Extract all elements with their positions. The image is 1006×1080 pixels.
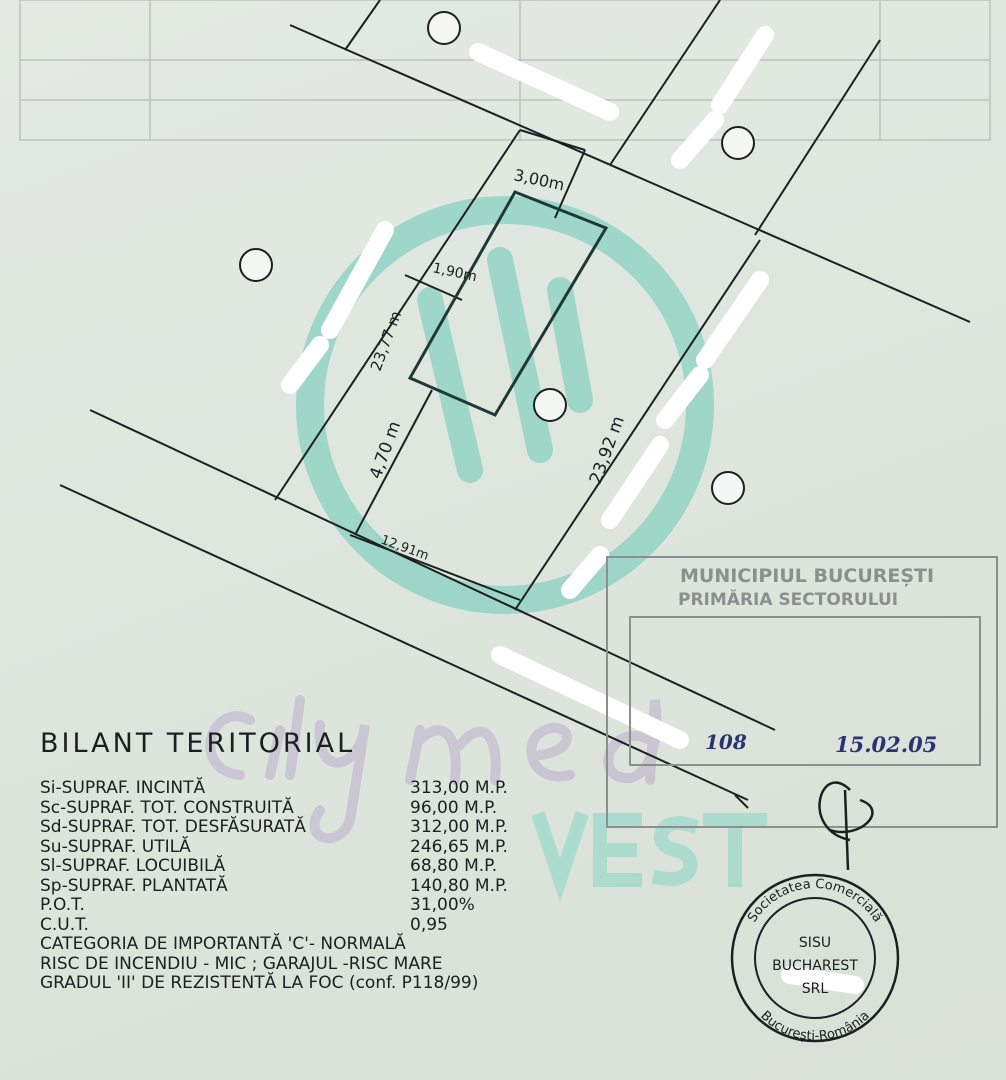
bilant-row: Sp-SUPRAF. PLANTATĂ 140,80 M.P. — [40, 875, 508, 897]
seal-form: SRL — [802, 981, 829, 997]
city-stamp-frame — [606, 556, 998, 828]
seal-city: BUCHAREST — [772, 958, 858, 974]
dimension-label: 1,90m — [431, 260, 478, 285]
bilant-note: GRADUL 'II' DE REZISTENTĂ LA FOC (conf. … — [40, 973, 479, 993]
bilant-note: RISC DE INCENDIU - MIC ; GARAJUL -RISC M… — [40, 953, 443, 974]
row-label: Sp-SUPRAF. PLANTATĂ — [40, 875, 228, 896]
row-value: 312,00 M.P. — [410, 817, 508, 837]
row-label: Su-SUPRAF. UTILĂ — [40, 836, 191, 857]
dimension-label: 23,77 m — [367, 309, 405, 374]
row-value: 313,00 M.P. — [410, 778, 508, 798]
redaction-marks — [281, 26, 864, 994]
building-footprint — [407, 190, 609, 417]
seal-name: SISU — [799, 935, 831, 951]
row-value: 68,80 M.P. — [410, 856, 498, 876]
row-value: 0,95 — [410, 914, 448, 935]
bilant-teritorial: BILANT TERITORIAL Si-SUPRAF. INCINTĂ 313,… — [40, 728, 508, 994]
row-label: Sc-SUPRAF. TOT. CONSTRUITĂ — [40, 797, 294, 818]
svg-text:Societatea Comercială: Societatea Comercială — [745, 877, 885, 925]
row-label: C.U.T. — [40, 914, 89, 935]
dimension-label: 23,92 m — [586, 413, 629, 486]
bilant-row: Sl-SUPRAF. LOCUIBILĂ 68,80 M.P. — [40, 856, 497, 877]
tree-markers — [239, 11, 755, 505]
city-stamp-line2: PRIMĂRIA SECTORULUI — [678, 590, 899, 610]
row-value: 246,65 M.P. — [410, 836, 508, 857]
bilant-row: Sd-SUPRAF. TOT. DESFĂSURATĂ 312,00 M.P. — [40, 817, 508, 838]
row-label: Sl-SUPRAF. LOCUIBILĂ — [40, 856, 226, 876]
bilant-note: CATEGORIA DE IMPORTANTĂ 'C'- NORMALĂ — [40, 934, 406, 954]
watermark-logo — [205, 196, 767, 903]
handwritten-number: 108 — [705, 730, 747, 754]
row-value: 31,00% — [410, 895, 475, 915]
company-seal: Societatea Comercială București-România … — [730, 873, 900, 1044]
bilant-row: Su-SUPRAF. UTILĂ 246,65 M.P. — [40, 836, 508, 858]
svg-text:București-România: București-România — [757, 1008, 872, 1044]
row-label: Sd-SUPRAF. TOT. DESFĂSURATĂ — [40, 817, 306, 837]
seal-bottom-text: București-România — [757, 1008, 872, 1044]
dimension-label: 3,00m — [512, 165, 566, 194]
bilant-row: Si-SUPRAF. INCINTĂ 313,00 M.P. — [40, 778, 508, 799]
row-value: 140,80 M.P. — [410, 875, 508, 896]
seal-top-text: Societatea Comercială — [745, 877, 885, 925]
row-label: P.O.T. — [40, 895, 85, 915]
bilant-row: P.O.T. 31,00% — [40, 895, 478, 916]
bilant-row: Sc-SUPRAF. TOT. CONSTRUITĂ 96,00 M.P. — [40, 797, 497, 819]
handwritten-date: 15.02.05 — [835, 732, 938, 757]
bilant-title: BILANT TERITORIAL — [40, 728, 356, 759]
row-value: 96,00 M.P. — [410, 797, 498, 818]
row-label: Si-SUPRAF. INCINTĂ — [40, 778, 206, 798]
city-stamp-line1: MUNICIPIUL BUCUREȘTI — [680, 565, 935, 587]
signature — [818, 781, 874, 871]
property-lines — [59, 0, 971, 809]
bilant-row: C.U.T. 0,95 — [40, 914, 478, 936]
